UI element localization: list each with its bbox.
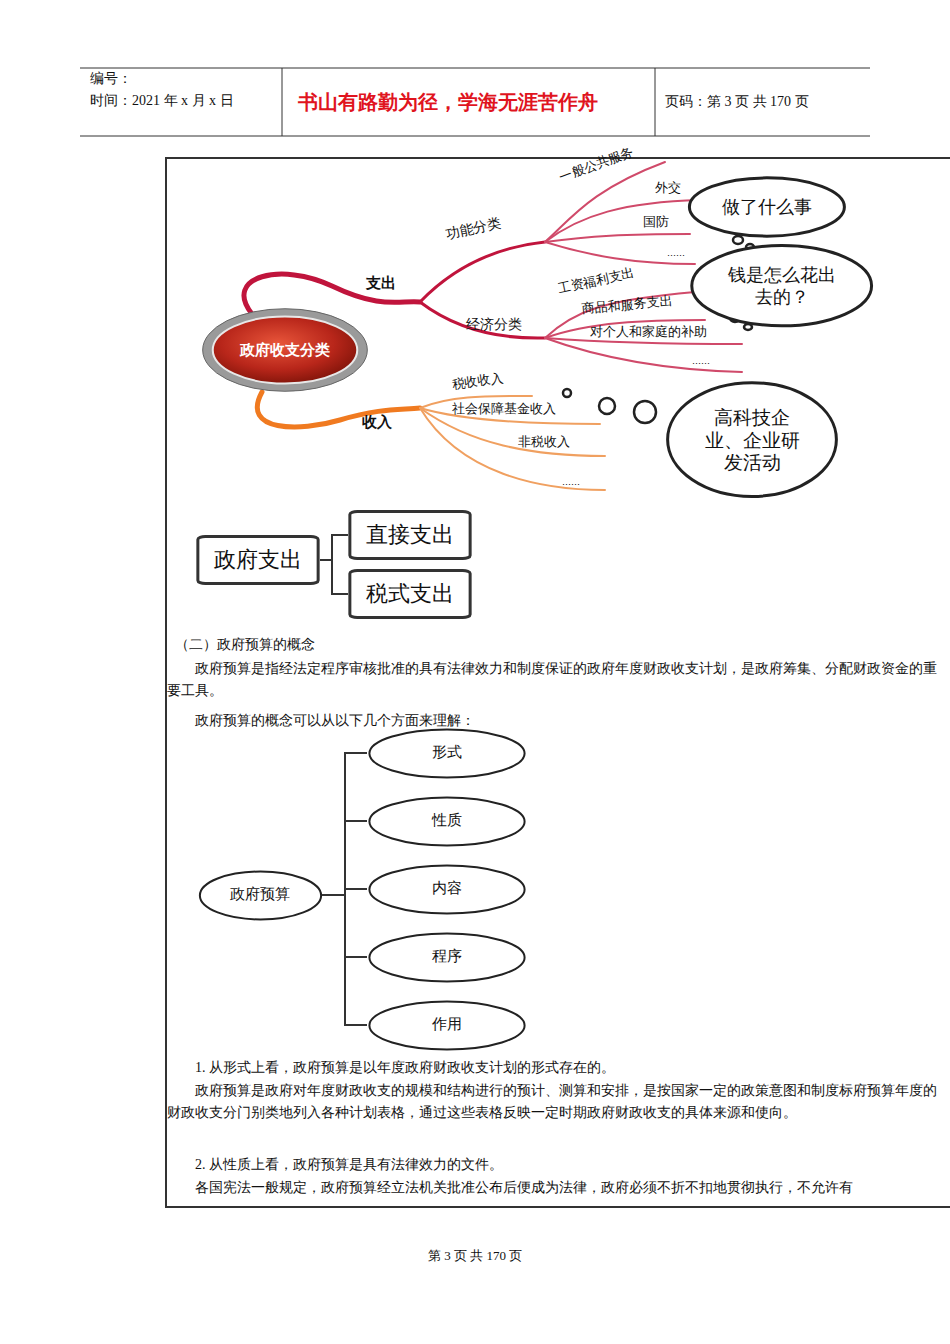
thought-cloud: 高科技企业、企业研发活动 [665,379,839,500]
leaf-label: 非税收入 [518,434,570,450]
header-motto: 书山有路勤为径，学海无涯苦作舟 [298,90,598,115]
connector-line [320,535,348,560]
body-paragraph: 各国宪法一般规定，政府预算经立法机关批准公布后便成为法律，政府必须不折不扣地贯彻… [167,1177,947,1199]
leaf-label: 国防 [643,214,669,230]
leaf-label: 税收收入 [451,370,505,393]
aspect-ellipse: 形式 [367,728,527,779]
thought-cloud: 做了什么事 [687,176,847,238]
center-topic: 政府收支分类 [201,307,369,393]
leaf-ellipsis: …… [562,477,580,488]
thought-cloud: 钱是怎么花出去的？ [689,243,874,328]
page-footer: 第 3 页 共 170 页 [0,1248,950,1264]
leaf-ellipsis: …… [692,356,710,367]
process-box: 政府支出 [196,535,320,585]
body-paragraph: 2. 从性质上看，政府预算是具有法律效力的文件。 [167,1154,947,1176]
connector-line [323,753,368,895]
node-text: 形式 [432,743,462,762]
node-text: 税式支出 [366,579,454,609]
leaf-label: 一般公共服务 [557,144,636,186]
aspect-ellipse: 作用 [367,1000,527,1051]
connector-line [320,560,348,594]
branch-label: 经济分类 [466,316,522,334]
process-box: 税式支出 [348,569,472,619]
leaf-label: 商品和服务支出 [581,293,673,317]
process-box: 直接支出 [348,510,472,560]
leaf-label: 外交 [655,180,681,196]
leaf-label: 对个人和家庭的补助 [590,324,707,340]
body-paragraph: 政府预算是政府对年度财政收支的规模和结构进行的预计、测算和安排，是按国家一定的政… [167,1080,947,1124]
header-field: 时间：2021 年 x 月 x 日 [90,92,234,110]
header-field: 页码：第 3 页 共 170 页 [665,93,809,111]
node-text: 内容 [432,879,462,898]
body-paragraph: 政府预算是指经法定程序审核批准的具有法律效力和制度保证的政府年度财政收支计划，是… [167,658,947,702]
node-text: 做了什么事 [722,195,812,219]
header-field: 编号： [90,70,132,88]
node-text: 程序 [432,947,462,966]
connector-line [323,895,368,1025]
connector-line [323,821,368,895]
node-text: 政府收支分类 [240,341,330,360]
aspect-ellipse: 性质 [367,796,527,847]
body-paragraph: 1. 从形式上看，政府预算是以年度政府财政收支计划的形式存在的。 [167,1057,947,1079]
topic-ellipse: 政府预算 [198,870,323,921]
node-text: 政府预算 [230,885,290,904]
aspect-ellipse: 内容 [367,864,527,915]
body-paragraph: 政府预算的概念可以从以下几个方面来理解： [167,710,947,732]
node-text: 性质 [432,811,462,830]
node-text: 政府支出 [214,545,302,575]
leaf-label: 社会保障基金收入 [452,401,556,417]
node-text: 直接支出 [366,520,454,550]
leaf-label: 工资福利支出 [556,265,636,297]
leaf-ellipsis: …… [667,248,685,259]
node-text: 高科技企业、企业研发活动 [702,406,802,474]
branch-label: 支出 [366,274,396,293]
header-frame [80,68,870,136]
node-text: 作用 [432,1015,462,1034]
section-heading: （二）政府预算的概念 [175,636,315,654]
node-text: 钱是怎么花出去的？ [728,264,836,307]
aspect-ellipse: 程序 [367,932,527,983]
content-frame [166,158,950,1207]
branch-label: 功能分类 [444,215,502,244]
branch-label: 收入 [362,413,392,432]
